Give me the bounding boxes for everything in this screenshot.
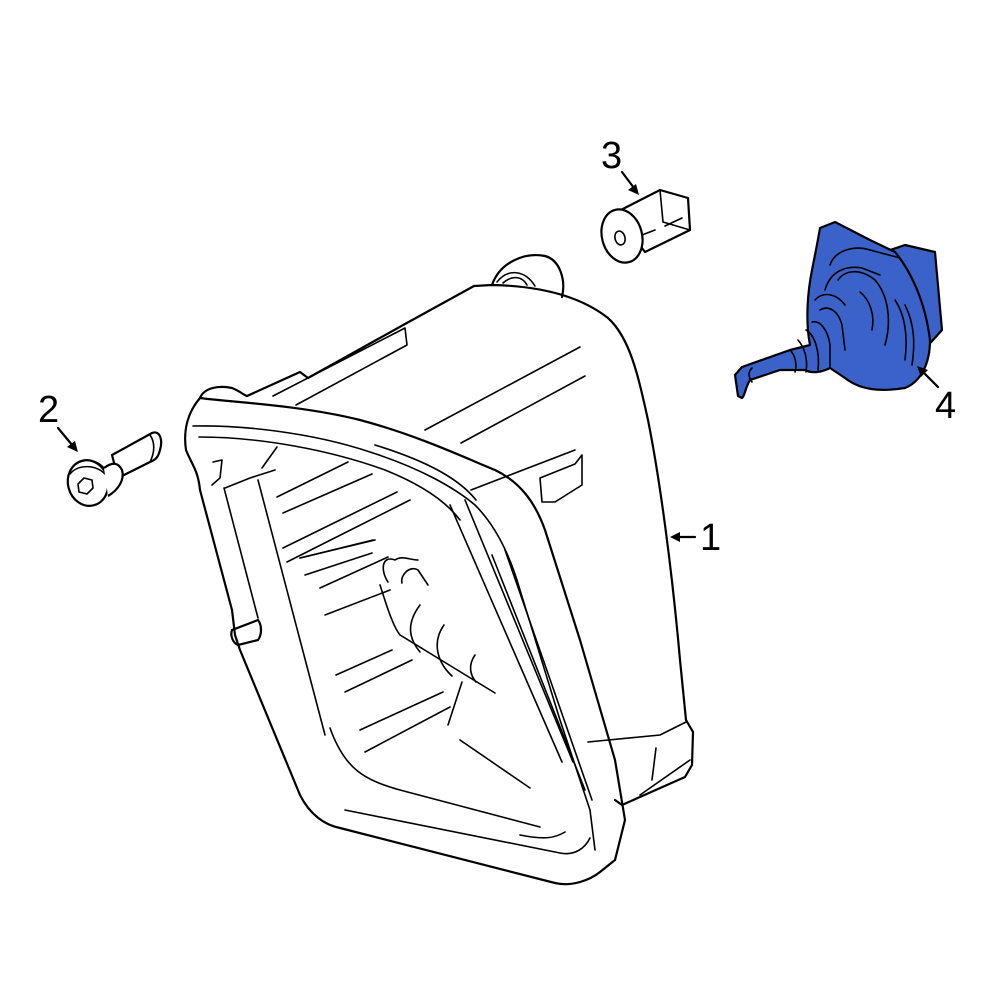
bulb[interactable]: [733, 220, 944, 400]
callout-number-3: 3: [601, 135, 622, 177]
retainer-nut[interactable]: [596, 188, 692, 267]
callout-number-1: 1: [700, 517, 721, 559]
callout-4: 4: [917, 366, 956, 427]
callout-2: 2: [38, 389, 78, 452]
callout-number-4: 4: [935, 385, 956, 427]
callout-1: 1: [670, 517, 721, 559]
callout-number-2: 2: [38, 389, 59, 431]
callout-3: 3: [601, 135, 639, 195]
fog-lamp-housing[interactable]: [184, 254, 695, 886]
mounting-screw[interactable]: [63, 431, 163, 510]
